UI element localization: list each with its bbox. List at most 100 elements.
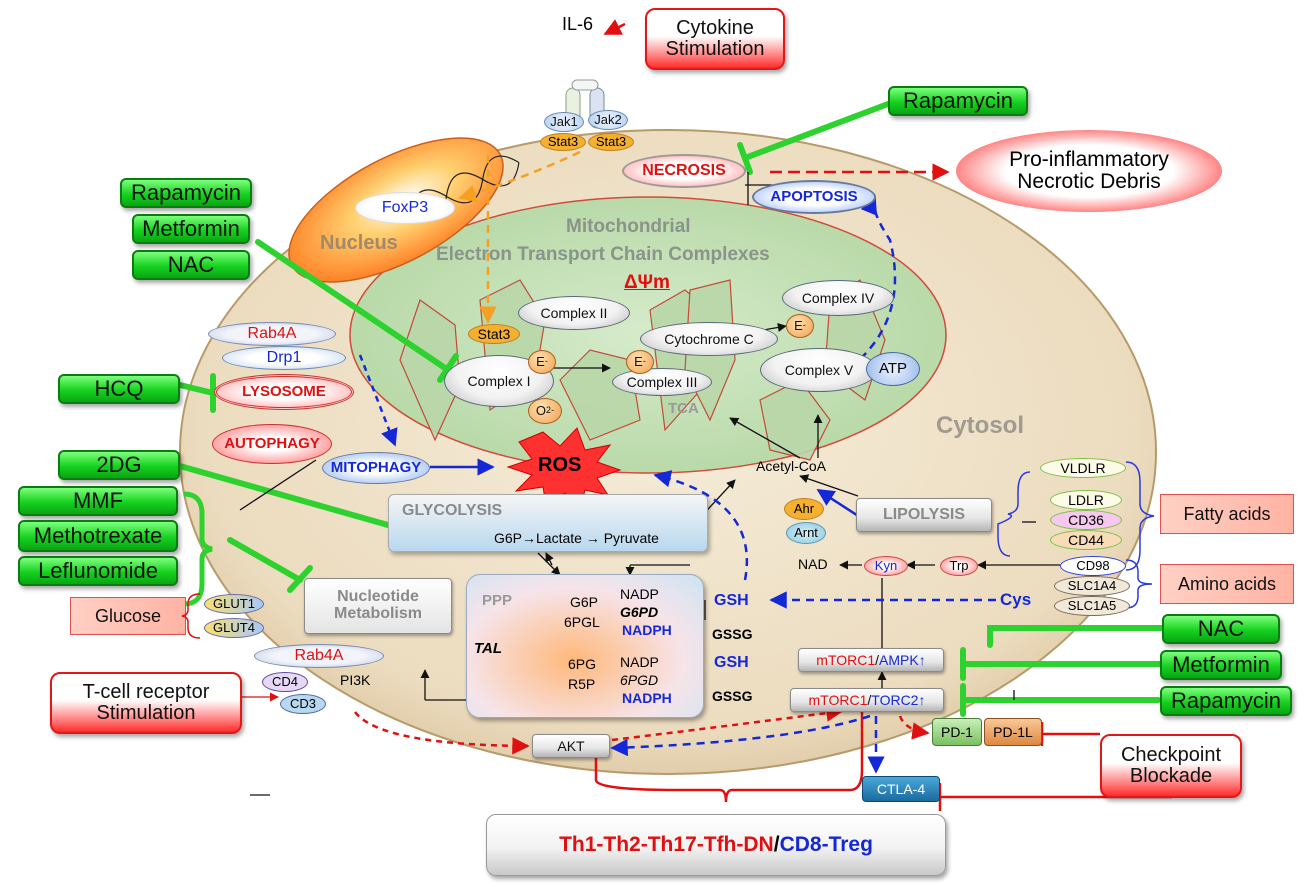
jak1-label: Jak1	[550, 114, 578, 130]
acetyl-coa-label: Acetyl-CoA	[756, 458, 827, 474]
cd44-oval: CD44	[1050, 530, 1122, 550]
electron-2-oval: E-	[626, 350, 654, 374]
metformin-left-box: Metformin	[132, 214, 250, 244]
twodg-box: 2DG	[58, 450, 180, 480]
complex-iv-label: Complex IV	[801, 289, 875, 306]
cytokine-stimulation-box: Cytokine Stimulation	[645, 8, 785, 70]
apoptosis-label: APOPTOSIS	[770, 188, 858, 206]
atp-label: ATP	[878, 360, 908, 378]
ppp-box	[466, 574, 704, 718]
blue-arrows	[358, 196, 996, 774]
atp-oval: ATP	[866, 352, 920, 386]
rapamycin-top-label: Rapamycin	[902, 88, 1014, 114]
autophagy-oval: AUTOPHAGY	[212, 424, 332, 464]
stat3-oval-b: Stat3	[588, 133, 634, 151]
ahr-oval: Ahr	[784, 498, 824, 520]
metformin-right-box: Metformin	[1160, 650, 1282, 680]
rab4a-bottom-oval: Rab4A	[254, 644, 384, 668]
jak2-label: Jak2	[594, 112, 622, 128]
mtorc1-b-label: mTORC1	[808, 691, 868, 708]
tal-label: TAL	[474, 640, 503, 657]
stat3-label-a: Stat3	[547, 134, 579, 150]
outcome-slash: /	[773, 832, 780, 856]
tca-label: TCA	[668, 400, 699, 417]
mtorc1-torc2-slash: /	[867, 691, 872, 708]
drp1-oval: Drp1	[222, 346, 346, 370]
ctla4-label: CTLA-4	[876, 780, 926, 797]
mtorc1-ampk-slash: /	[875, 651, 880, 668]
slc1a4-oval: SLC1A4	[1054, 576, 1130, 596]
cd98-label: CD98	[1076, 558, 1110, 574]
nad-label: NAD	[798, 556, 828, 572]
amino-acids-label: Amino acids	[1177, 573, 1277, 594]
glycolysis-box	[388, 494, 708, 552]
mtorc1-ampk-box: mTORC1/AMPK↑	[798, 648, 944, 672]
nac-right-box: NAC	[1162, 614, 1280, 644]
outcome-box: Th1-Th2-Th17-Tfh-DN/CD8-Treg	[486, 814, 946, 876]
necrotic-debris-label: Pro-inflammatory Necrotic Debris	[1009, 147, 1169, 193]
complex-iii-oval: Complex III	[612, 368, 712, 396]
slc1a5-oval: SLC1A5	[1054, 596, 1130, 616]
r5p-label: R5P	[568, 676, 596, 692]
rab4a-top-oval: Rab4A	[208, 322, 336, 346]
trp-oval: Trp	[940, 556, 978, 576]
leflunomide-label: Leflunomide	[38, 558, 158, 584]
rapamycin-left-box: Rapamycin	[120, 178, 252, 208]
twodg-label: 2DG	[96, 452, 142, 478]
sixpgl-label: 6PGL	[564, 614, 600, 630]
nucleus-label: Nucleus	[320, 232, 398, 254]
mmf-box: MMF	[18, 486, 178, 516]
complex-ii-label: Complex II	[540, 304, 608, 321]
necrosis-oval: NECROSIS	[622, 154, 746, 188]
cytosol-label: Cytosol	[936, 412, 1025, 439]
leflunomide-box: Leflunomide	[18, 556, 178, 586]
cd4-label: CD4	[271, 674, 298, 690]
electron-2-label: E	[634, 354, 643, 370]
drp1-label: Drp1	[266, 348, 302, 366]
glycolysis-path-label: G6P→Lactate → Pyruvate	[494, 530, 659, 546]
pd1l-box: PD-1L	[984, 718, 1042, 746]
slc1a4-label: SLC1A4	[1067, 578, 1117, 594]
gssg-1-label: GSSG	[712, 626, 753, 642]
torc2-label: TORC2↑	[871, 691, 926, 708]
cd4-oval: CD4	[262, 672, 308, 692]
vldlr-label: VLDLR	[1060, 459, 1106, 476]
ros-label: ROS	[538, 454, 582, 476]
superoxide-charge: -	[551, 405, 555, 416]
nac-left-label: NAC	[167, 252, 215, 278]
complex-i-label: Complex I	[467, 372, 531, 389]
pi3k-label: PI3K	[340, 672, 371, 688]
cytokine-stimulation-label: Cytokine Stimulation	[665, 17, 765, 60]
fatty-acids-box: Fatty acids	[1160, 494, 1294, 534]
lysosome-label: LYSOSOME	[242, 383, 326, 401]
complex-v-oval: Complex V	[760, 348, 878, 392]
rapamycin-right-box: Rapamycin	[1160, 686, 1292, 716]
ahr-label: Ahr	[793, 501, 815, 517]
mito-title-1: Mitochondrial	[566, 216, 691, 237]
ctla4-box: CTLA-4	[862, 776, 940, 802]
hcq-box: HCQ	[58, 374, 180, 404]
nucleotide-metabolism-label: Nucleotide Metabolism	[333, 588, 422, 622]
nucleotide-metabolism-box: Nucleotide Metabolism	[304, 578, 452, 634]
arnt-oval: Arnt	[786, 522, 826, 544]
nadp-1-label: NADP	[620, 586, 659, 602]
glucose-label: Glucose	[94, 605, 162, 626]
rab4a-bottom-label: Rab4A	[294, 646, 344, 664]
gsh-2-label: GSH	[714, 654, 749, 671]
electron-2-charge: -	[642, 356, 646, 367]
mtorc1-ampk-text: mTORC1/AMPK↑	[816, 651, 925, 668]
lipolysis-box: LIPOLYSIS	[856, 498, 992, 532]
tcell-stimulation-box: T-cell receptor Stimulation	[50, 672, 242, 734]
complex-v-label: Complex V	[784, 361, 854, 378]
glut1-label: GLUT1	[213, 596, 255, 612]
autophagy-label: AUTOPHAGY	[224, 435, 320, 453]
checkpoint-blockade-label: Checkpoint Blockade	[1120, 744, 1222, 787]
gssg-2-label: GSSG	[712, 688, 753, 704]
il6-label: IL-6	[562, 14, 594, 34]
jak2-oval: Jak2	[588, 110, 628, 130]
fatty-acids-label: Fatty acids	[1183, 503, 1271, 524]
outcome-blue-label: CD8-Treg	[779, 832, 873, 856]
apoptosis-oval: APOPTOSIS	[752, 180, 876, 214]
vldlr-oval: VLDLR	[1040, 458, 1126, 478]
